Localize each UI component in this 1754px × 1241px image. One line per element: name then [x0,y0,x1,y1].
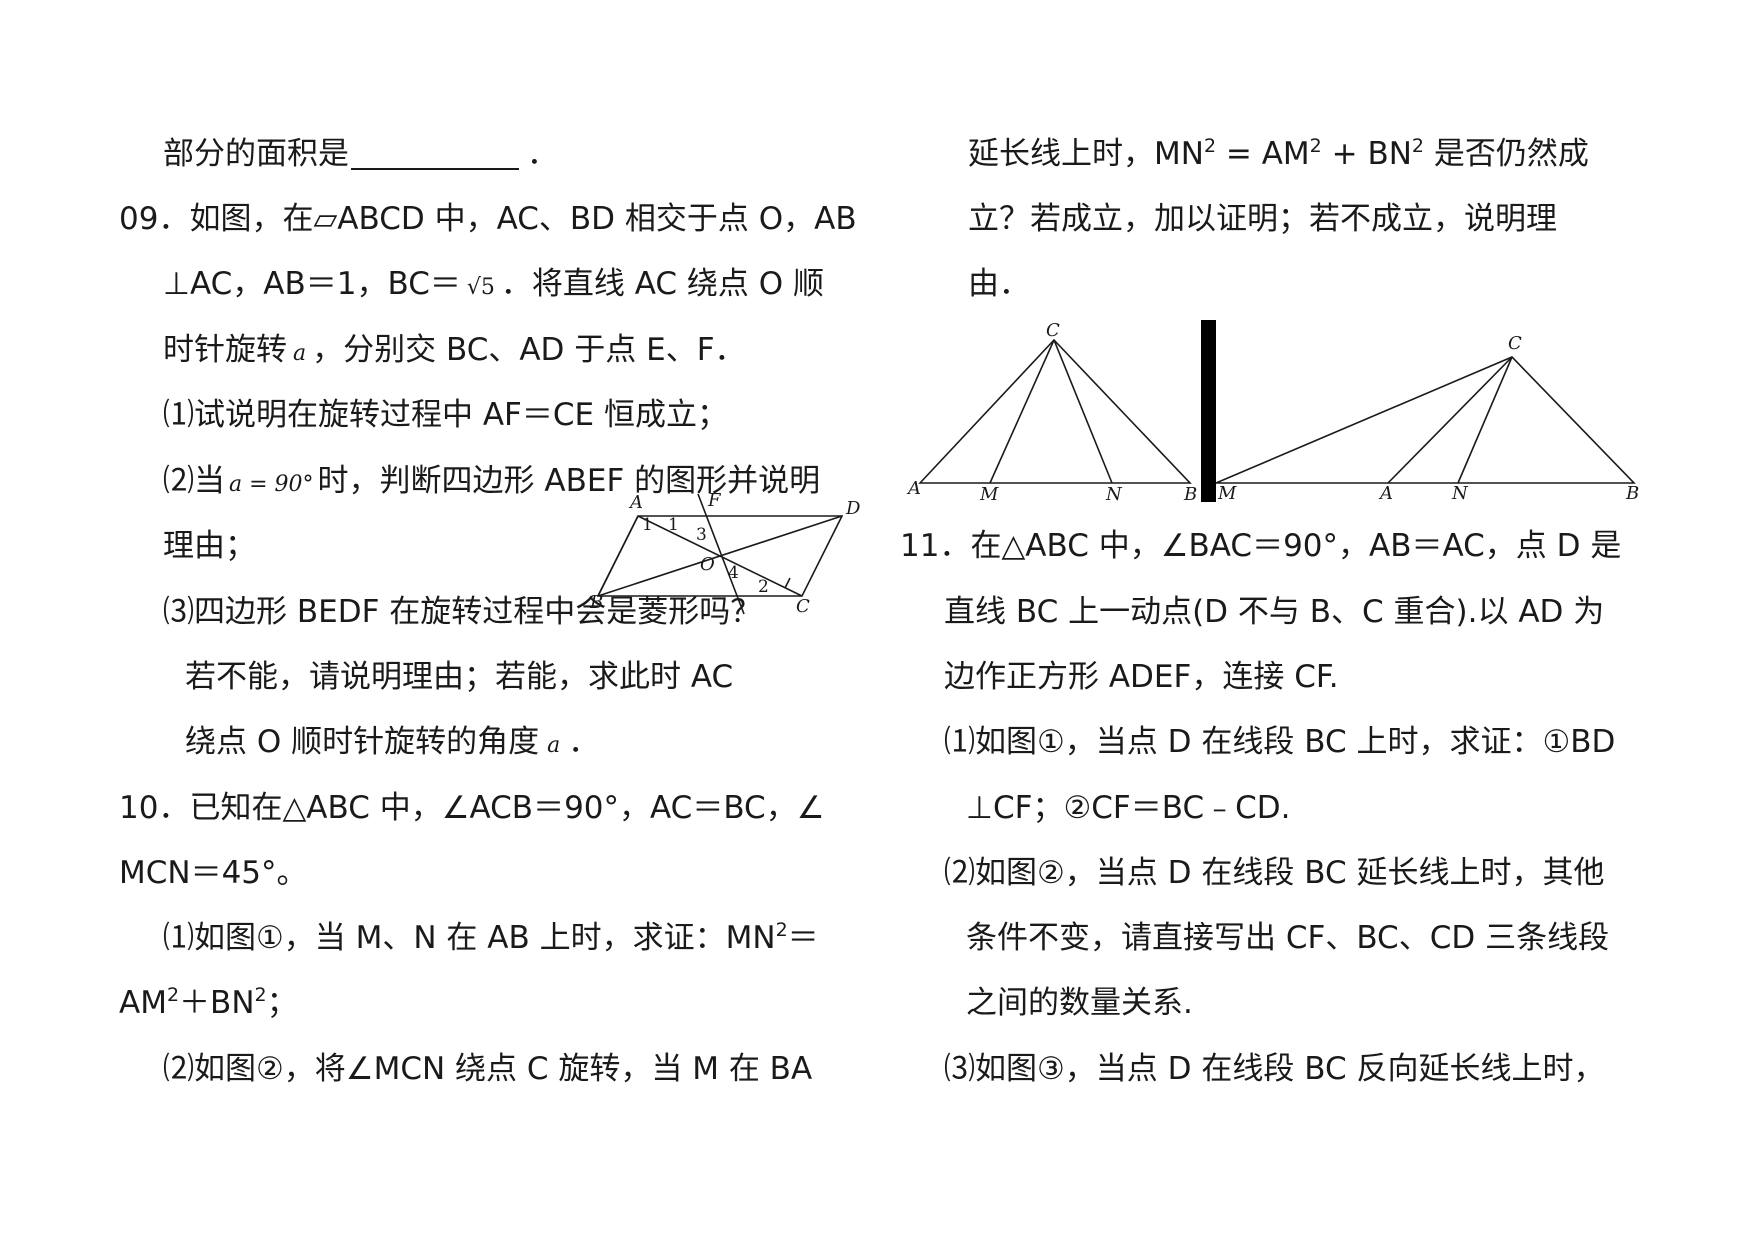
angle-1b: 1 [668,515,679,535]
problem-09-question-3: ⑶四边形 BEDF 在旋转过程中会是菱形吗？ [163,594,762,630]
triangle-figure-2: C M A N B [1216,333,1639,504]
problem-11-line-1: 11．在△ABC 中，∠BAC＝90°，AB＝AC，点 D 是 [900,528,1622,564]
problem-11-question-1-cont: ⊥CF；②CF＝BC﹣CD. [966,790,1291,826]
label-A: A [628,492,643,513]
label-M: M [979,484,999,505]
problem-10-cont-line-2: 立？若成立，加以证明；若不成立，说明理 [968,201,1557,237]
angle-2: 2 [758,577,769,597]
problem-09-question-3-cont: 若不能，请说明理由；若能，求此时 AC [185,659,734,695]
label-C: C [1508,333,1522,354]
problem-11-line-2: 直线 BC 上一动点(D 不与 B、C 重合).以 AD 为 [944,594,1605,630]
angle-3: 3 [696,525,707,545]
tick-mark [784,577,791,589]
label-A: A [906,478,921,499]
problem-10-cont-line-3: 由． [968,266,1030,302]
segment-cm [989,339,1055,484]
label-B: B [1183,484,1197,505]
problem-09-line-1: 09．如图，在▱ABCD 中，AC、BD 相交于点 O，AB [119,201,857,237]
label-A: A [1378,483,1393,504]
segment-cn [1457,356,1513,484]
label-N: N [1105,484,1123,505]
figure-divider [1201,320,1216,502]
problem-10-question-1-cont: AM2＋BN2； [119,984,298,1021]
segment-ca [1387,356,1513,484]
problem-09-line-2: ⊥AC，AB＝1，BC＝√5．将直线 AC 绕点 O 顺 [163,266,825,302]
answer-blank[interactable] [351,138,519,170]
label-D: D [845,498,861,519]
diagonal-bd [597,515,843,597]
problem-09-question-1: ⑴试说明在旋转过程中 AF＝CE 恒成立； [163,397,728,433]
angle-1: 1 [642,515,653,535]
sqrt5: √5 [466,275,495,300]
angle-4: 4 [728,563,739,583]
problem-11-question-2-cont: 条件不变，请直接写出 CF、BC、CD 三条线段 [966,920,1610,956]
segment-ab [597,515,639,597]
problem-11-line-3: 边作正方形 ADEF，连接 CF. [944,659,1339,695]
problem-11-question-3: ⑶如图③，当点 D 在线段 BC 反向延长线上时， [944,1051,1605,1087]
line-area-answer: 部分的面积是． [163,136,558,172]
problem-10-line-1: 10．已知在△ABC 中，∠ACB＝90°，AC＝BC，∠ [119,790,825,826]
alpha-90: a = 90° [229,472,314,497]
triangle-figure-1: C A M N B [906,320,1197,505]
alpha-symbol: a [293,341,307,366]
label-B: B [1625,483,1639,504]
area-text: 部分的面积是 [163,136,349,172]
problem-11-question-2-cont2: 之间的数量关系. [966,985,1193,1021]
label-C: C [796,596,810,617]
problem-10-cont-line-1: 延长线上时，MN2 = AM2 + BN2 是否仍然成 [968,135,1589,172]
problem-10-question-2: ⑵如图②，将∠MCN 绕点 C 旋转，当 M 在 BA [163,1051,813,1087]
triangle-abc [918,338,1192,484]
label-C: C [1046,320,1060,341]
parallelogram-figure: A F D O B C 1 1 3 4 2 [590,490,861,617]
problem-10-line-2: MCN＝45°。 [119,855,308,891]
problem-11-question-1: ⑴如图①，当点 D 在线段 BC 上时，求证：①BD [944,724,1616,760]
problem-10-question-1: ⑴如图①，当 M、N 在 AB 上时，求证：MN2＝ [163,919,819,956]
label-F: F [707,490,722,511]
label-O: O [700,554,715,575]
triangle-mcb [1216,356,1636,484]
problem-11-question-2: ⑵如图②，当点 D 在线段 BC 延长线上时，其他 [944,855,1605,891]
problem-09-question-2-cont: 理由； [163,528,256,564]
alpha-symbol: a [547,733,561,758]
label-B: B [590,592,603,613]
label-M: M [1217,483,1237,504]
rotated-line-ef [697,493,745,615]
label-N: N [1451,483,1469,504]
segment-cn [1053,339,1113,484]
